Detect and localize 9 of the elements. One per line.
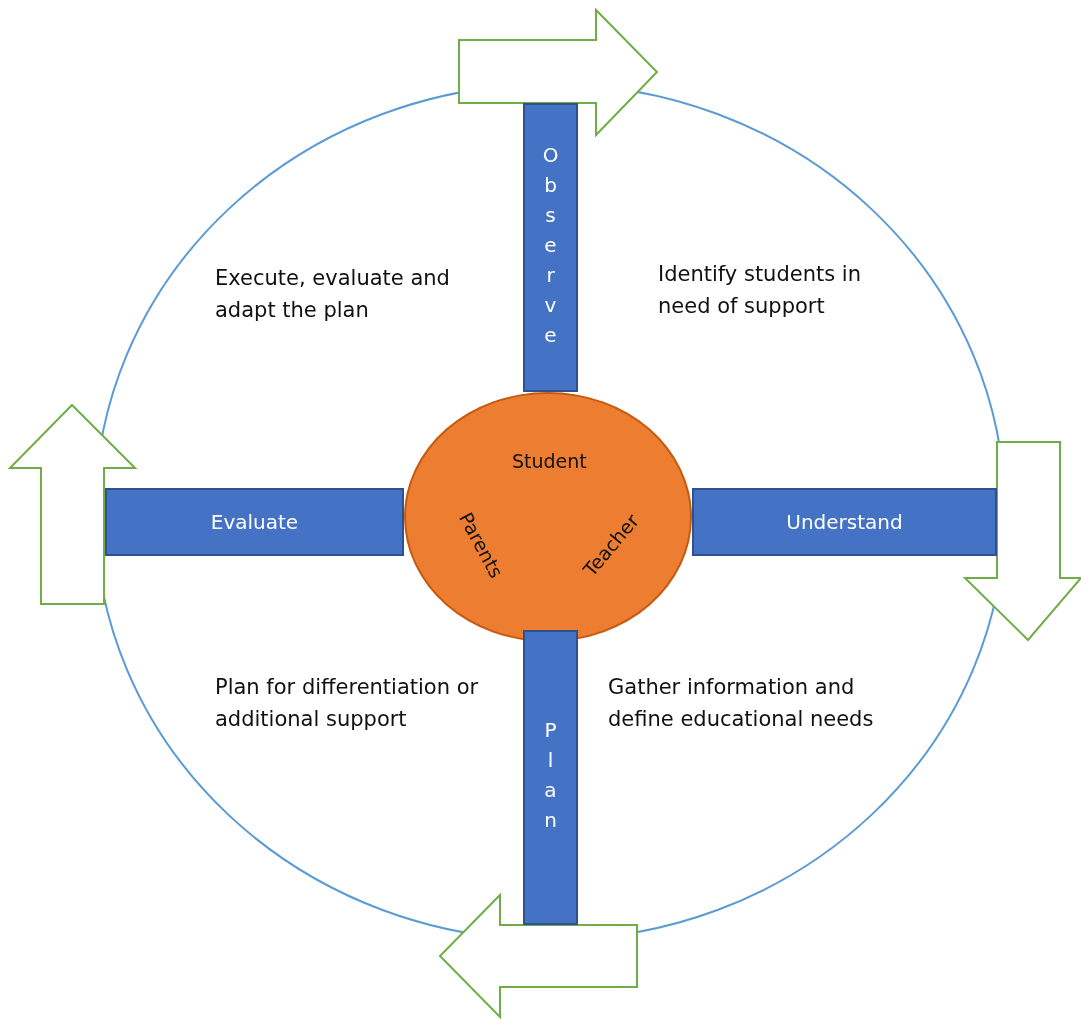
step-bar: Evaluate <box>105 488 404 556</box>
step-description: Execute, evaluate and adapt the plan <box>215 265 451 324</box>
step-bar: Observe <box>523 103 578 392</box>
step-description: Plan for differentiation or additional support <box>215 674 480 733</box>
step-description: Identify students in need of support <box>658 261 862 320</box>
step-bar: Plan <box>523 630 578 925</box>
step-bar: Understand <box>692 488 997 556</box>
center-label: Student <box>512 450 587 472</box>
step-description: Gather information and define educational needs <box>608 674 875 733</box>
